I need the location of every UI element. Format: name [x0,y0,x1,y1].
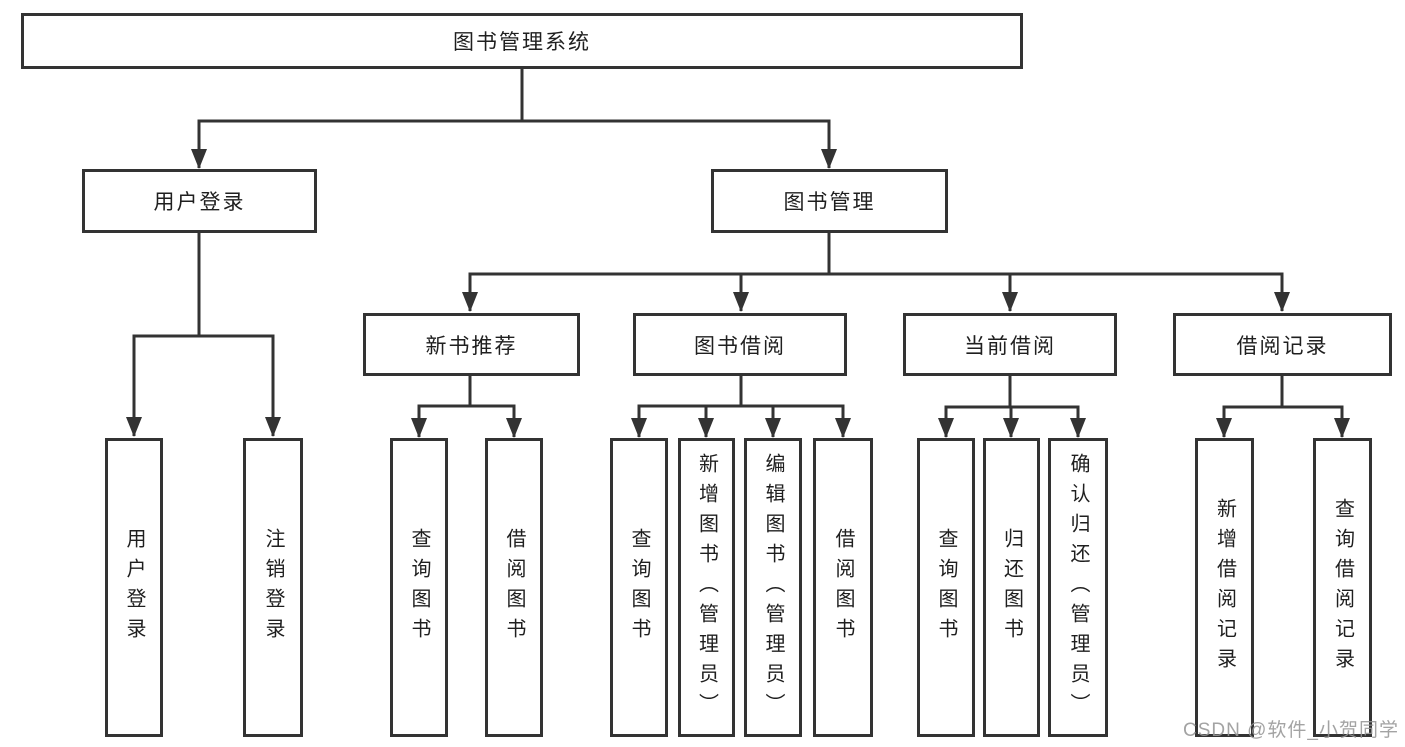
leaf-label: 归还图书 [1000,527,1023,648]
node-library-management-system: 图书管理系统 [21,13,1023,69]
leaf-confirm-return-admin: 确认归还（管理员） [1048,438,1108,737]
leaf-label: 编辑图书（管理员） [762,452,784,723]
leaf-edit-book-admin: 编辑图书（管理员） [744,438,802,737]
leaf-query-book-2: 查询图书 [610,438,668,737]
node-borrowing-records: 借阅记录 [1173,313,1392,376]
leaf-label: 用户登录 [123,527,145,648]
leaf-label: 查询图书 [628,527,650,648]
leaf-label: 查询图书 [408,527,430,648]
leaf-label: 借阅图书 [832,527,854,648]
leaf-query-borrow-record: 查询借阅记录 [1313,438,1372,737]
leaf-borrow-book-2: 借阅图书 [813,438,873,737]
node-label: 当前借阅 [964,334,1056,358]
leaf-label: 新增借阅记录 [1213,497,1236,678]
node-label: 用户登录 [153,191,246,214]
node-book-borrowing: 图书借阅 [633,313,847,376]
leaf-label: 注销登录 [262,527,284,648]
leaf-label: 查询借阅记录 [1331,497,1354,678]
leaf-label: 查询图书 [935,527,957,648]
node-label: 新书推荐 [425,334,518,358]
node-label: 图书管理系统 [453,31,591,54]
node-user-login: 用户登录 [82,169,317,233]
leaf-add-book-admin: 新增图书（管理员） [678,438,735,737]
watermark: CSDN @软件_小贺同学 [1183,720,1399,741]
leaf-label: 新增图书（管理员） [695,452,718,723]
node-current-borrowing: 当前借阅 [903,313,1117,376]
leaf-label: 确认归还（管理员） [1067,452,1089,723]
leaf-query-book-3: 查询图书 [917,438,975,737]
node-label: 图书管理 [783,191,876,214]
node-label: 图书借阅 [694,334,786,358]
leaf-return-book: 归还图书 [983,438,1040,737]
leaf-add-borrow-record: 新增借阅记录 [1195,438,1254,737]
node-book-management: 图书管理 [711,169,948,233]
leaf-label: 借阅图书 [503,527,525,648]
leaf-query-book-1: 查询图书 [390,438,448,737]
leaf-logout: 注销登录 [243,438,303,737]
leaf-borrow-book-1: 借阅图书 [485,438,543,737]
node-new-book-recommend: 新书推荐 [363,313,580,376]
leaf-user-login: 用户登录 [105,438,163,737]
node-label: 借阅记录 [1236,334,1329,358]
